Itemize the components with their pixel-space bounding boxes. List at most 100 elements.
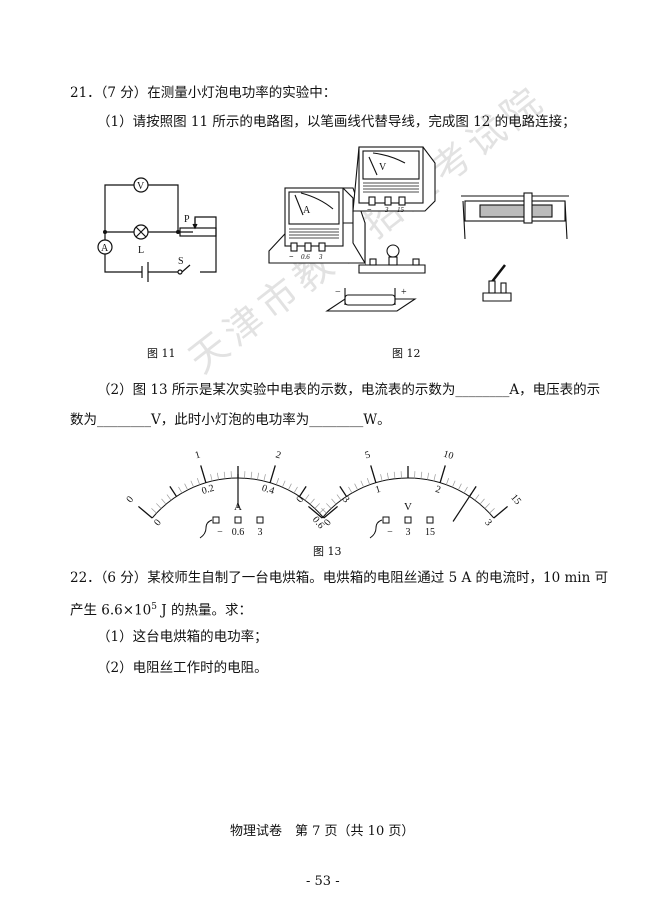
ammeter-tick — [263, 474, 266, 482]
voltmeter-terminal — [426, 516, 434, 524]
voltmeter-tick — [326, 503, 332, 509]
rheostat-device — [461, 192, 569, 240]
ammeter-tick — [309, 498, 315, 505]
ammeter-top-label: 3 — [340, 494, 352, 505]
voltmeter-minus-label: − — [367, 205, 372, 214]
fig13-caption: 图 13 — [313, 545, 342, 558]
fig12-apparatus-diagram: A − 0.6 3 V − 3 15 − + — [268, 146, 569, 312]
voltmeter-tick — [463, 486, 468, 494]
ammeter-top-label: 0 — [125, 494, 137, 505]
voltmeter-tick — [336, 494, 342, 501]
ammeter-tick — [200, 465, 207, 483]
ammeter-tick — [287, 483, 292, 491]
voltmeter-bottom-label: 3 — [482, 517, 494, 528]
ammeter-device — [268, 187, 366, 265]
voltmeter-tick — [366, 478, 371, 485]
voltmeter-tick — [493, 505, 509, 519]
voltmeter-tick — [433, 474, 436, 482]
voltmeter-tick — [307, 505, 323, 519]
ammeter-unit-label: A — [234, 501, 242, 513]
voltmeter-tick — [360, 480, 364, 488]
ammeter-tick — [210, 474, 213, 482]
voltmeter-tick — [386, 472, 389, 480]
ammeter-wire — [199, 519, 213, 539]
voltmeter-tick — [427, 472, 430, 480]
voltmeter-device — [352, 146, 436, 212]
voltmeter-terminal-label: 3 — [406, 527, 411, 538]
voltmeter-tick — [393, 471, 396, 479]
fig12-caption: 图 12 — [392, 347, 421, 360]
q22-line2-post: J 的热量。求： — [157, 602, 252, 619]
q22-line1: 22．（6 分）某校师生自制了一台电烘箱。电烘箱的电阻丝通过 5 A 的电流时，… — [70, 570, 609, 586]
voltmeter-15-label: 15 — [397, 206, 405, 214]
ammeter-tick — [216, 472, 219, 480]
voltmeter-tick — [380, 474, 383, 482]
voltmeter-tick — [321, 508, 327, 514]
ammeter-tick — [319, 508, 325, 514]
q22-line2: 产生 6.6×105 J 的热量。求： — [70, 598, 252, 620]
voltmeter-top-label: 0 — [295, 494, 307, 505]
ammeter-3-label: 3 — [318, 253, 323, 261]
voltmeter-bottom-label: 2 — [434, 484, 442, 496]
ammeter-tick — [314, 503, 320, 509]
voltmeter-unit-label: V — [404, 501, 412, 513]
voltmeter-tick — [452, 480, 456, 488]
ammeter-terminal — [256, 516, 264, 524]
voltmeter-tick — [489, 508, 495, 514]
voltmeter-tick — [474, 494, 480, 501]
ammeter-tick — [304, 494, 310, 501]
voltmeter-3-label: 3 — [384, 206, 389, 214]
q22-line2-pre: 产生 6.6×10 — [70, 602, 152, 619]
ammeter-bottom-label: 0 — [152, 517, 164, 528]
footer-title: 物理试卷 第 7 页（共 10 页） — [230, 824, 415, 839]
voltmeter-tick — [331, 498, 337, 505]
q21-part2-line1: （2）图 13 所示是某次实验中电表的示数，电流表的示数为________A，电… — [97, 382, 601, 398]
ammeter-terminal-label: 0.6 — [232, 527, 245, 538]
q22-part2: （2）电阻丝工作时的电阻。 — [97, 660, 268, 676]
ammeter-tick — [161, 498, 167, 505]
ammeter-terminal-label: − — [217, 527, 223, 538]
ammeter-tick — [269, 465, 276, 483]
q21-title: 21．（7 分）在测量小灯泡电功率的实验中： — [70, 85, 337, 101]
voltmeter-terminal-label: 15 — [425, 527, 435, 538]
voltmeter-pointer — [452, 492, 473, 522]
voltmeter-tick — [439, 465, 446, 483]
voltmeter-terminal — [404, 516, 412, 524]
ammeter-bottom-label: 0.4 — [260, 483, 275, 497]
ammeter-tick — [156, 503, 162, 509]
voltmeter-top-label: 5 — [364, 449, 372, 461]
page-number: - 53 - — [306, 874, 340, 889]
fig11-circuit-diagram: V A L P S — [97, 177, 217, 282]
bulb-holder-device — [358, 244, 426, 274]
ammeter-tick — [196, 478, 201, 485]
ammeter-tick — [184, 483, 189, 491]
ammeter-tick — [282, 480, 286, 488]
voltmeter-top-label: 10 — [442, 449, 455, 462]
knife-switch-device — [482, 264, 512, 302]
voltmeter-tick — [354, 483, 359, 491]
fig11-label-p: P — [184, 214, 190, 225]
ammeter-unit-label: A — [303, 205, 311, 216]
ammeter-tick — [250, 471, 253, 479]
fig11-label-v: V — [137, 181, 145, 192]
voltmeter-top-label: 15 — [508, 492, 523, 507]
ammeter-top-label: 2 — [274, 449, 282, 461]
ammeter-tick — [299, 486, 307, 497]
ammeter-bottom-label: 0.2 — [200, 483, 215, 497]
battery-holder-device — [325, 288, 417, 312]
q21-part1: （1）请按照图 11 所示的电路图，以笔画线代替导线，完成图 12 的电路连接； — [97, 114, 576, 130]
voltmeter-bottom-label: 1 — [374, 484, 382, 496]
ammeter-terminal-label: 3 — [258, 527, 263, 538]
fig11-label-l: L — [138, 245, 144, 256]
q21-part2-line2: 数为________V，此时小灯泡的电功率为________W。 — [70, 412, 391, 428]
voltmeter-tick — [457, 483, 462, 491]
voltmeter-wire — [369, 519, 383, 539]
ammeter-top-label: 1 — [194, 449, 202, 461]
ammeter-tick — [223, 471, 226, 479]
q22-exponent: 5 — [151, 602, 157, 612]
fig11-caption: 图 11 — [147, 347, 176, 360]
voltmeter-tick — [348, 486, 353, 494]
ammeter-minus-label: − — [289, 252, 294, 261]
